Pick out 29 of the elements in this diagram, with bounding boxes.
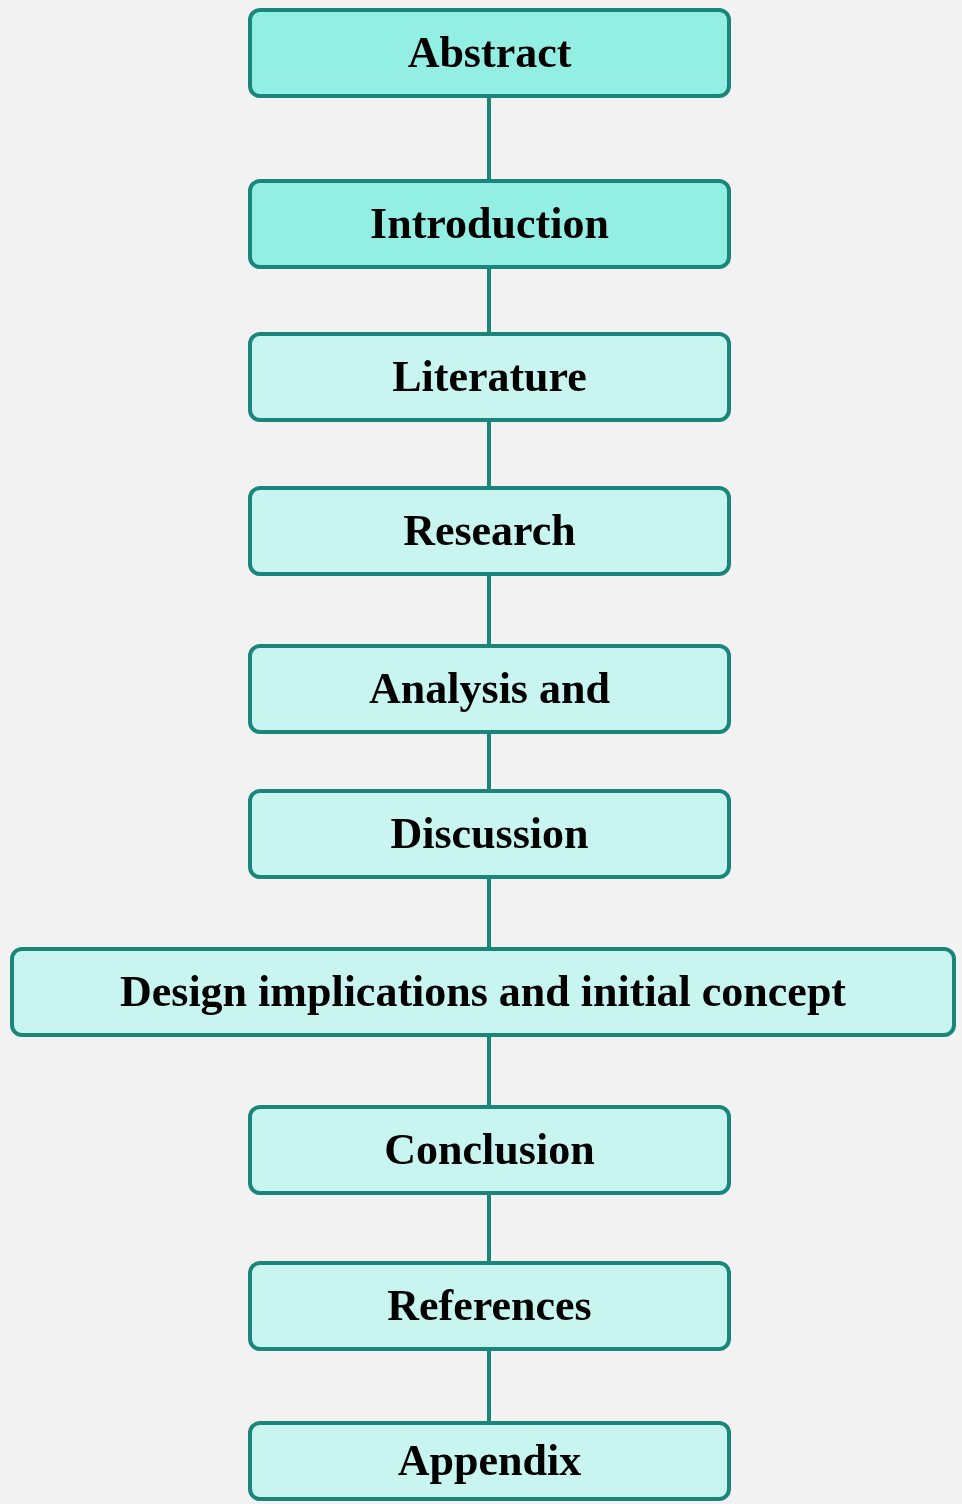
- section-title: Abstract: [407, 31, 572, 75]
- connector-line: [487, 576, 491, 644]
- connector-line: [487, 422, 491, 486]
- section-box: [248, 8, 731, 98]
- section-title: Conclusion: [384, 1128, 595, 1172]
- section-box: [248, 789, 731, 879]
- section-title: Literature: [392, 355, 587, 399]
- section-title: Discussion: [390, 812, 589, 856]
- connector-line: [487, 734, 491, 789]
- section-title: Analysis and: [369, 667, 610, 711]
- section-box: [10, 947, 956, 1037]
- section-box: [248, 486, 731, 576]
- connector-line: [487, 1037, 491, 1105]
- connector-line: [487, 1351, 491, 1421]
- section-title: Design implications and initial concept: [119, 970, 847, 1014]
- section-title: References: [387, 1284, 592, 1328]
- section-box: [248, 1105, 731, 1195]
- section-box: [248, 644, 731, 734]
- section-box: [248, 179, 731, 269]
- connector-line: [487, 269, 491, 332]
- connector-line: [487, 1195, 491, 1261]
- connector-line: [487, 98, 491, 179]
- section-title: Appendix: [397, 1439, 582, 1483]
- section-box: [248, 1261, 731, 1351]
- section-title: Research: [403, 509, 576, 553]
- section-box: [248, 332, 731, 422]
- section-box: [248, 1421, 731, 1501]
- section-title: Introduction: [370, 202, 609, 246]
- connector-line: [487, 879, 491, 947]
